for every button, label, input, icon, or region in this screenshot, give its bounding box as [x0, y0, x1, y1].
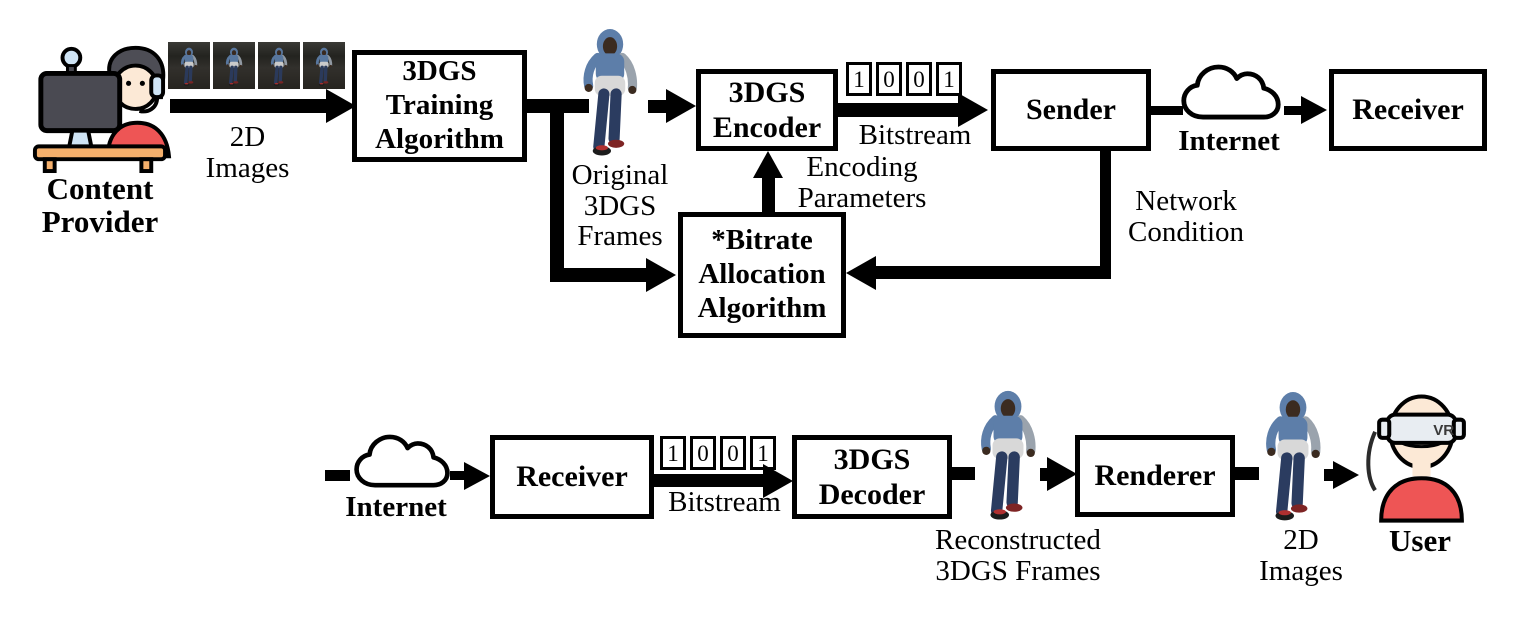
vr-headset-text: VR — [1433, 422, 1454, 439]
line-training-to-bitrate-horizontal — [550, 268, 648, 282]
original-frames-label: Original 3DGS Frames — [571, 159, 669, 253]
video-frame — [213, 42, 255, 89]
video-frame — [303, 42, 345, 89]
line-network-condition-vertical — [1100, 151, 1111, 279]
line-decoder-output — [952, 467, 975, 480]
arrowhead-images-to-user — [1333, 461, 1359, 489]
arrowhead-frames-to-renderer — [1047, 457, 1077, 491]
2d-images-label-top: 2D Images — [205, 121, 290, 184]
internet-label-bottom: Internet — [345, 491, 447, 523]
bit-cell: 0 — [720, 436, 746, 470]
arrow-provider-to-training — [170, 99, 328, 113]
receiver-box-top: Receiver — [1329, 69, 1487, 151]
internet-label-top: Internet — [1178, 125, 1280, 157]
arrow-bitrate-to-encoder — [762, 176, 775, 212]
user-label: User — [1389, 523, 1451, 558]
2d-image-figure — [1262, 390, 1324, 529]
arrowhead-internet-to-receiver-bottom — [464, 462, 490, 490]
arrowhead-into-bitrate-right — [846, 256, 876, 290]
arrowhead-receiver-to-decoder — [763, 464, 793, 498]
line-network-condition-horizontal — [872, 266, 1111, 279]
line-training-to-bitrate-vertical — [550, 99, 564, 282]
original-3dgs-frame-figure — [578, 27, 642, 164]
internet-cloud-icon-bottom — [351, 430, 453, 499]
encoder-box: 3DGS Encoder — [696, 69, 838, 151]
training-algorithm-box: 3DGS Training Algorithm — [352, 50, 527, 162]
arrow-internet-to-receiver — [1284, 106, 1302, 115]
reconstructed-3dgs-frame-figure — [977, 388, 1039, 529]
2d-images-label-bottom: 2D Images — [1259, 524, 1343, 587]
line-renderer-output — [1235, 467, 1259, 480]
bit-cell: 0 — [876, 62, 902, 96]
bit-cell: 0 — [906, 62, 932, 96]
encoding-parameters-label: Encoding Parameters — [797, 151, 927, 214]
renderer-box: Renderer — [1075, 435, 1235, 517]
bitrate-allocation-box: *Bitrate Allocation Algorithm — [678, 212, 846, 338]
content-provider-label: Content Provider — [41, 171, 159, 239]
content-provider-icon — [25, 36, 173, 174]
arrowhead-into-bitrate-left — [646, 258, 676, 292]
2d-image-thumbnails — [168, 42, 345, 89]
bitstream-label-bottom: Bitstream — [668, 486, 781, 518]
line-sender-to-internet — [1151, 106, 1183, 115]
bitstream-bits-bottom: 1 0 0 1 — [660, 436, 776, 470]
video-frame — [258, 42, 300, 89]
arrow-internet-to-receiver-bottom — [450, 471, 466, 480]
receiver-box-bottom: Receiver — [490, 435, 654, 519]
decoder-box: 3DGS Decoder — [792, 435, 952, 519]
internet-cloud-icon-top — [1178, 60, 1284, 131]
arrowhead-provider-to-training — [326, 89, 356, 123]
arrow-receiver-to-decoder — [654, 474, 766, 487]
bit-cell: 1 — [846, 62, 872, 96]
video-frame — [168, 42, 210, 89]
bit-cell: 0 — [690, 436, 716, 470]
bitstream-label-top: Bitstream — [858, 119, 972, 151]
bitstream-bits-top: 1 0 0 1 — [846, 62, 962, 96]
line-into-internet-bottom — [325, 470, 350, 481]
arrowhead-bitrate-to-encoder — [753, 151, 783, 178]
bit-cell: 1 — [660, 436, 686, 470]
sender-box: Sender — [991, 69, 1151, 151]
network-condition-label: Network Condition — [1127, 185, 1244, 248]
arrowhead-encoder-to-sender — [958, 93, 988, 127]
arrowhead-internet-to-receiver — [1301, 96, 1327, 124]
reconstructed-frames-label: Reconstructed 3DGS Frames — [935, 524, 1101, 587]
vr-user-icon: VR — [1361, 391, 1477, 528]
arrow-frames-to-encoder — [648, 100, 670, 113]
bit-cell: 1 — [936, 62, 962, 96]
arrowhead-frames-to-encoder — [666, 89, 696, 123]
arrow-encoder-to-sender — [838, 103, 960, 117]
